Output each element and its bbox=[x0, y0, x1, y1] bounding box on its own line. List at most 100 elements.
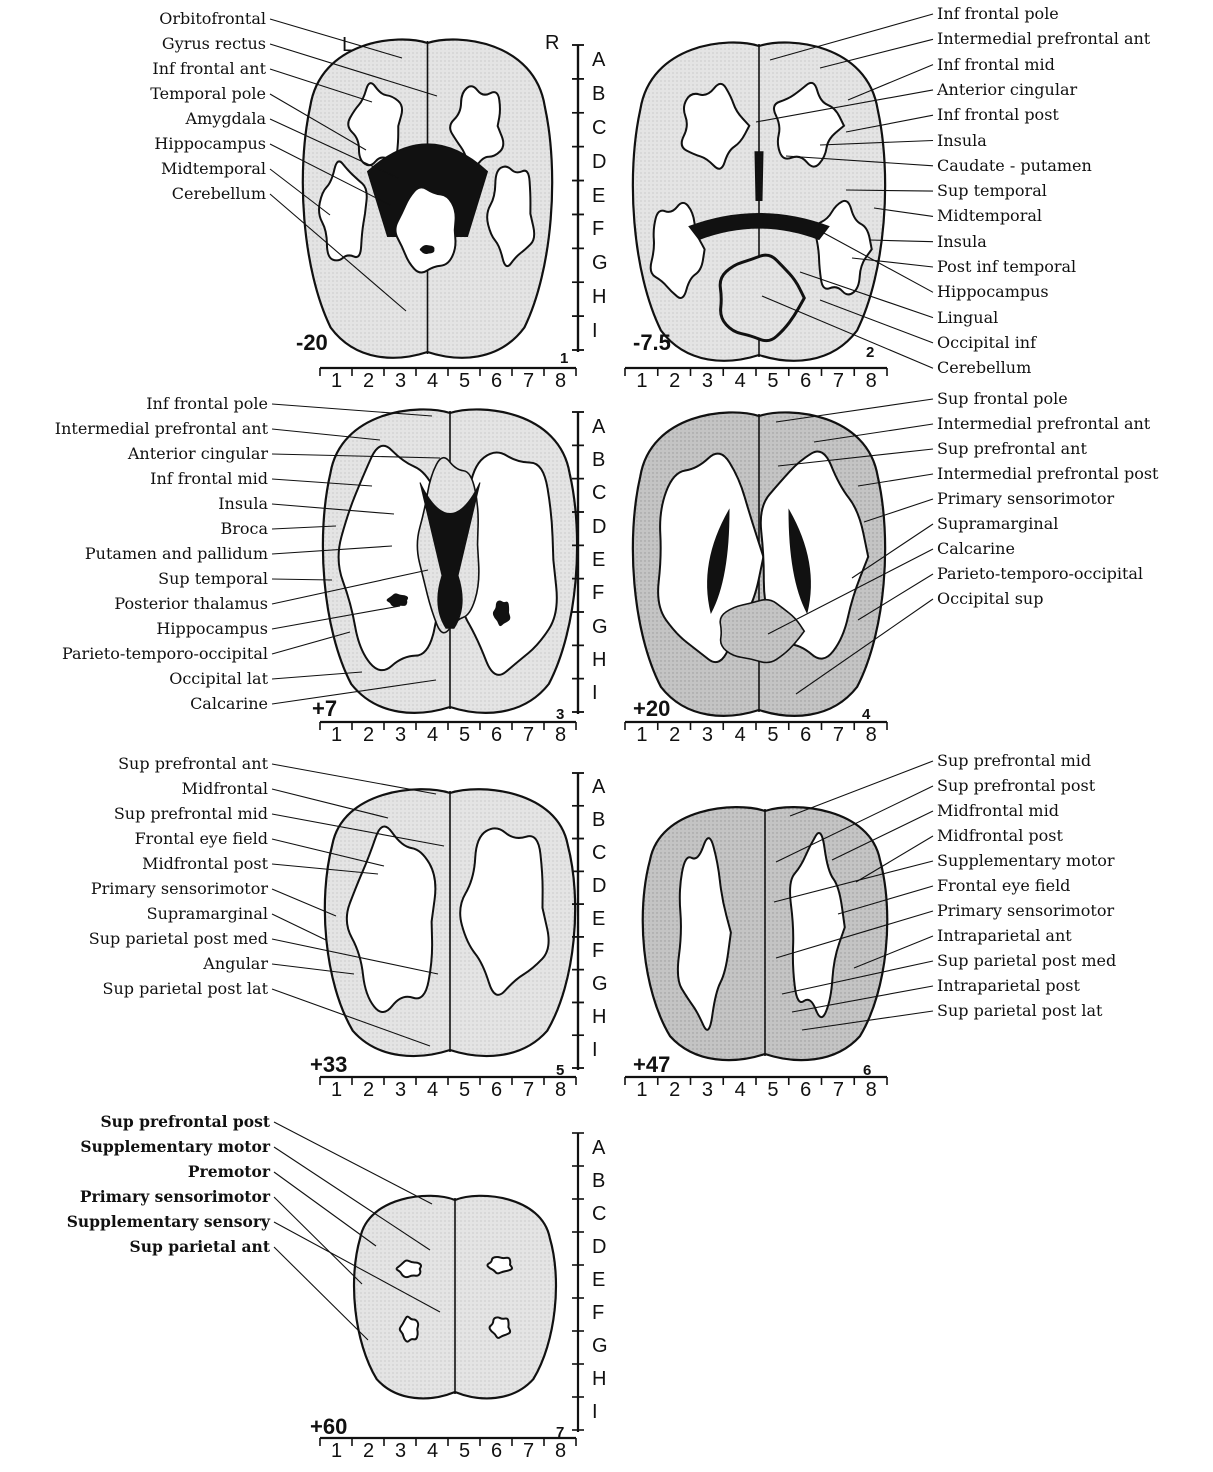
region-label: Insula bbox=[937, 233, 987, 251]
column-number-8: 8 bbox=[555, 1081, 566, 1099]
row-letter-f: F bbox=[592, 220, 604, 238]
column-number-2: 2 bbox=[363, 1442, 374, 1460]
column-number-4: 4 bbox=[427, 372, 438, 390]
region-label: Cerebellum bbox=[937, 359, 1031, 377]
column-number-5: 5 bbox=[767, 726, 778, 744]
slice-level-label: +33 bbox=[310, 1056, 347, 1074]
region-label: Midfrontal bbox=[182, 780, 268, 798]
row-letter-c: C bbox=[592, 844, 606, 862]
column-number-7: 7 bbox=[523, 1442, 534, 1460]
region-label: Frontal eye field bbox=[135, 830, 268, 848]
region-label: Gyrus rectus bbox=[162, 35, 266, 53]
row-letter-a: A bbox=[592, 778, 605, 796]
row-letter-a: A bbox=[592, 1139, 605, 1157]
region-label: Primary sensorimotor bbox=[937, 902, 1114, 920]
region-label: Insula bbox=[937, 132, 987, 150]
column-number-1: 1 bbox=[636, 726, 647, 744]
region-label: Cerebellum bbox=[172, 185, 266, 203]
row-letter-d: D bbox=[592, 518, 606, 536]
region-label: Sup prefrontal ant bbox=[118, 755, 268, 773]
column-number-5: 5 bbox=[459, 1442, 470, 1460]
region-label: Supplementary motor bbox=[937, 852, 1115, 870]
panel-number-label: 1 bbox=[560, 350, 568, 368]
column-number-4: 4 bbox=[427, 1081, 438, 1099]
column-number-2: 2 bbox=[669, 1081, 680, 1099]
region-label: Sup prefrontal mid bbox=[114, 805, 268, 823]
left-orientation-label: L bbox=[342, 36, 353, 54]
region-label: Midfrontal post bbox=[142, 855, 268, 873]
column-number-7: 7 bbox=[833, 1081, 844, 1099]
column-number-5: 5 bbox=[459, 726, 470, 744]
slice-level-label: +47 bbox=[633, 1056, 670, 1074]
panel-number-label: 3 bbox=[556, 706, 564, 724]
row-letter-i: I bbox=[592, 1041, 598, 1059]
row-letter-b: B bbox=[592, 85, 605, 103]
region-label: Supramarginal bbox=[937, 515, 1058, 533]
column-number-2: 2 bbox=[669, 726, 680, 744]
column-number-6: 6 bbox=[491, 372, 502, 390]
column-number-3: 3 bbox=[395, 372, 406, 390]
region-label: Sup frontal pole bbox=[937, 390, 1068, 408]
column-number-2: 2 bbox=[363, 372, 374, 390]
region-label: Posterior thalamus bbox=[114, 595, 268, 613]
row-letter-g: G bbox=[592, 254, 608, 272]
column-number-4: 4 bbox=[735, 1081, 746, 1099]
row-letter-f: F bbox=[592, 1304, 604, 1322]
column-number-4: 4 bbox=[427, 1442, 438, 1460]
region-label: Inf frontal mid bbox=[937, 56, 1055, 74]
region-label: Intraparietal ant bbox=[937, 927, 1072, 945]
slice-level-label: +7 bbox=[312, 700, 337, 718]
region-label: Lingual bbox=[937, 309, 998, 327]
column-number-8: 8 bbox=[555, 1442, 566, 1460]
column-number-5: 5 bbox=[767, 372, 778, 390]
row-letter-c: C bbox=[592, 119, 606, 137]
region-label: Occipital lat bbox=[169, 670, 268, 688]
row-letter-d: D bbox=[592, 153, 606, 171]
column-number-4: 4 bbox=[735, 726, 746, 744]
region-label: Sup parietal post med bbox=[89, 930, 268, 948]
column-number-4: 4 bbox=[735, 372, 746, 390]
slice-level-label: +60 bbox=[310, 1418, 347, 1436]
region-label: Frontal eye field bbox=[937, 877, 1070, 895]
region-label: Midtemporal bbox=[161, 160, 266, 178]
panel-number-label: 5 bbox=[556, 1062, 564, 1080]
region-label: Inf frontal post bbox=[937, 106, 1059, 124]
region-label: Sup prefrontal ant bbox=[937, 440, 1087, 458]
region-label: Occipital inf bbox=[937, 334, 1036, 352]
region-label: Orbitofrontal bbox=[159, 10, 266, 28]
panel-number-label: 7 bbox=[556, 1424, 564, 1442]
column-number-3: 3 bbox=[395, 1442, 406, 1460]
column-number-1: 1 bbox=[331, 1081, 342, 1099]
region-label: Anterior cingular bbox=[937, 81, 1077, 99]
panel-number-label: 6 bbox=[863, 1062, 871, 1080]
region-label: Angular bbox=[203, 955, 268, 973]
right-orientation-label: R bbox=[545, 34, 559, 52]
region-label: Inf frontal pole bbox=[146, 395, 268, 413]
row-letter-d: D bbox=[592, 877, 606, 895]
region-label: Sup parietal post lat bbox=[937, 1002, 1102, 1020]
row-letter-d: D bbox=[592, 1238, 606, 1256]
region-label: Temporal pole bbox=[150, 85, 266, 103]
region-label: Sup parietal post lat bbox=[103, 980, 268, 998]
region-label: Sup parietal post med bbox=[937, 952, 1116, 970]
region-label: Inf frontal pole bbox=[937, 5, 1059, 23]
column-number-3: 3 bbox=[702, 726, 713, 744]
panel-number-label: 4 bbox=[862, 706, 870, 724]
region-label: Calcarine bbox=[190, 695, 268, 713]
column-number-1: 1 bbox=[636, 1081, 647, 1099]
row-letter-b: B bbox=[592, 451, 605, 469]
region-label: Supplementary sensory bbox=[67, 1213, 270, 1231]
column-number-7: 7 bbox=[523, 372, 534, 390]
row-letter-e: E bbox=[592, 1271, 605, 1289]
column-number-2: 2 bbox=[363, 726, 374, 744]
column-number-7: 7 bbox=[523, 1081, 534, 1099]
row-letter-h: H bbox=[592, 288, 606, 306]
region-label: Midtemporal bbox=[937, 207, 1042, 225]
region-label: Intermedial prefrontal ant bbox=[937, 415, 1150, 433]
column-number-1: 1 bbox=[331, 1442, 342, 1460]
region-label: Sup prefrontal post bbox=[100, 1113, 270, 1131]
row-letter-e: E bbox=[592, 551, 605, 569]
region-label: Sup temporal bbox=[158, 570, 268, 588]
column-number-1: 1 bbox=[331, 726, 342, 744]
row-letter-g: G bbox=[592, 975, 608, 993]
